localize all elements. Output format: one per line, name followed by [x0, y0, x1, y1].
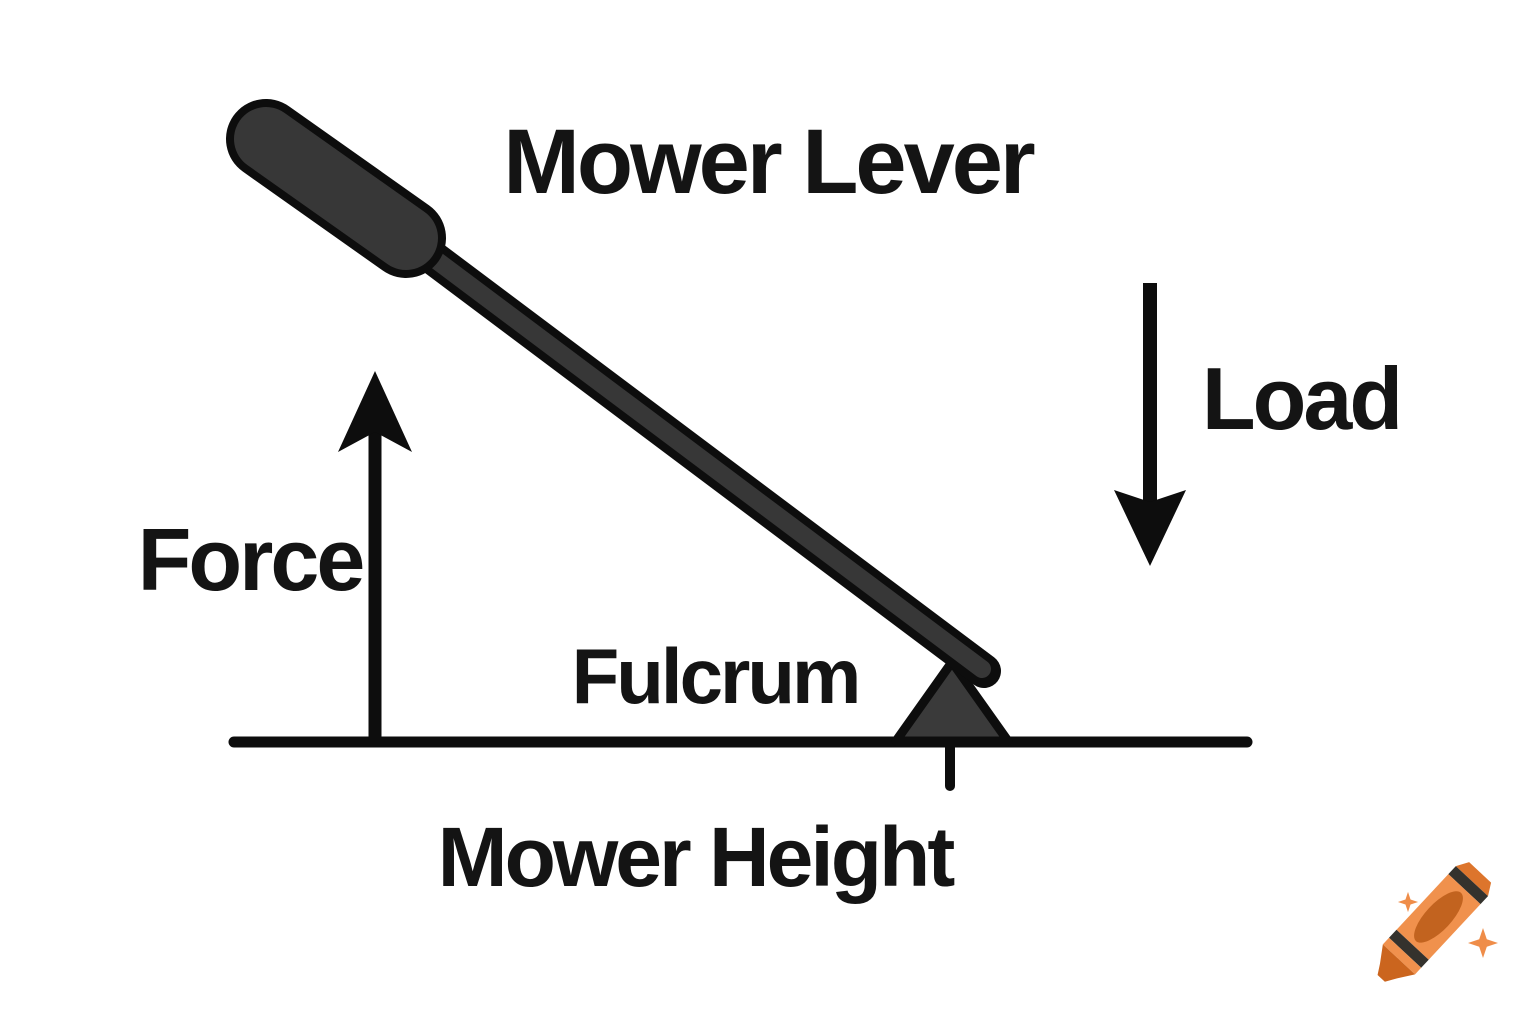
- crayon-label-ellipse: [1414, 891, 1463, 943]
- force-label: Force: [138, 510, 363, 609]
- load-arrow-head: [1114, 490, 1186, 566]
- crayon-collar: [1382, 937, 1422, 975]
- crayon-band-back: [1448, 866, 1489, 905]
- load-label: Load: [1202, 349, 1400, 448]
- force-arrow-head: [338, 371, 412, 452]
- lever-rod: [387, 219, 1001, 688]
- sparkle-icon: [1468, 928, 1498, 958]
- diagram-title: Mower Lever: [503, 111, 1035, 213]
- load-arrow-icon: [1114, 283, 1186, 566]
- lever-rod-fill: [395, 227, 991, 678]
- fulcrum-triangle: [891, 657, 1013, 746]
- crayon-end-cap: [1455, 862, 1492, 897]
- force-arrow-icon: [338, 371, 412, 741]
- crayon-tip: [1377, 944, 1416, 982]
- mower-height-label: Mower Height: [438, 810, 955, 904]
- fulcrum-label: Fulcrum: [572, 632, 859, 720]
- sparkle-icon: [1397, 891, 1419, 913]
- lever-handle-fill: [234, 107, 438, 270]
- crayon-band-front: [1388, 929, 1429, 968]
- lever-handle: [226, 99, 446, 278]
- crayon-icon: [1377, 862, 1498, 982]
